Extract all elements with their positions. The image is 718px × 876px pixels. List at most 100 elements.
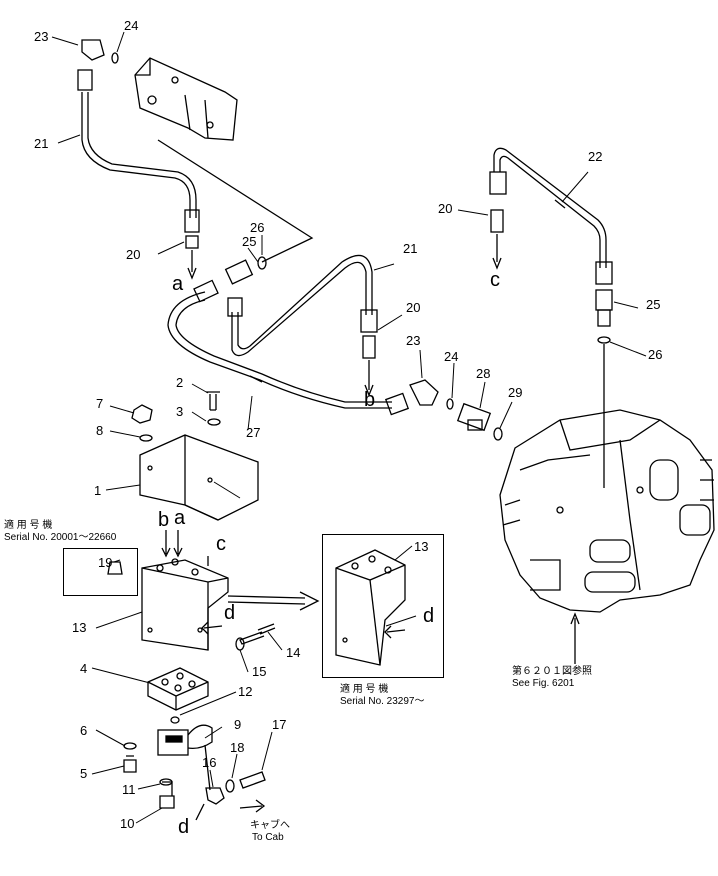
elbow-16 — [205, 787, 225, 805]
callout-6: 6 — [80, 723, 88, 738]
callout-3: 3 — [176, 404, 184, 419]
note-cab-en: To Cab — [252, 832, 284, 843]
callout-19: 19 — [98, 555, 113, 570]
arrow-d-bottom — [195, 803, 205, 821]
callout-26: 26 — [648, 347, 663, 362]
callout-18: 18 — [230, 740, 245, 755]
callout-1: 1 — [94, 483, 102, 498]
fitting-20-right — [490, 209, 504, 270]
washer-8 — [139, 434, 153, 442]
callout-17: 17 — [272, 717, 287, 732]
elbow-23-top — [81, 39, 105, 61]
adapter-25-right — [595, 289, 613, 488]
callout-20: 20 — [126, 247, 141, 262]
oring-12 — [170, 716, 180, 724]
callout-24: 24 — [124, 18, 139, 33]
oring-24-middle — [446, 398, 454, 410]
washer-6 — [123, 742, 137, 750]
callout-20: 20 — [438, 201, 453, 216]
callout-24: 24 — [444, 349, 459, 364]
hose-21-middle — [227, 254, 378, 357]
adapter-28 — [456, 402, 492, 432]
hose-27 — [167, 279, 410, 416]
callout-14: 14 — [286, 645, 301, 660]
callout-25: 25 — [646, 297, 661, 312]
oring-29 — [493, 427, 503, 441]
letter-b-bracket: b — [158, 509, 170, 531]
arrow-d-inset — [384, 625, 406, 639]
callout-16: 16 — [202, 755, 217, 770]
note-serial-1: Serial No. 20001～22660 — [4, 532, 117, 543]
note-fig-jp: 第６２０１図参照 — [512, 666, 592, 677]
valve-leader — [157, 139, 314, 263]
note-serial-2: Serial No. 23297～ — [340, 696, 425, 707]
arrow-to-cab — [239, 799, 266, 813]
fitting-19 — [107, 561, 123, 575]
callout-26: 26 — [250, 220, 265, 235]
callout-23: 23 — [406, 333, 421, 348]
letter-a-bracket: a — [174, 507, 186, 529]
callout-10: 10 — [120, 816, 135, 831]
callout-21: 21 — [34, 136, 49, 151]
bolt-10 — [159, 781, 175, 809]
callout-7: 7 — [96, 396, 104, 411]
callout-8: 8 — [96, 423, 104, 438]
callout-9: 9 — [234, 717, 242, 732]
oring-24-top — [111, 52, 119, 64]
hose-22 — [489, 147, 613, 285]
note-cab-jp: キャブへ — [250, 820, 290, 831]
callout-5: 5 — [80, 766, 88, 781]
callout-28: 28 — [476, 366, 491, 381]
callout-15: 15 — [252, 664, 267, 679]
callout-27: 27 — [246, 425, 261, 440]
letter-b-hose: b — [364, 389, 376, 411]
solenoid-valve-9 — [157, 724, 213, 791]
callout-leaders — [51, 31, 647, 824]
cover-plate-1 — [139, 434, 259, 521]
block-arrow-shaft — [227, 595, 306, 605]
note-applicable-2-jp: 適 用 号 機 — [340, 684, 389, 695]
letter-d-bottom: d — [178, 816, 190, 838]
washer-3 — [207, 418, 221, 426]
bolt-17 — [239, 771, 266, 789]
inset-box — [322, 534, 444, 678]
arrow-a — [173, 530, 183, 558]
bolt-14 — [239, 623, 276, 645]
letter-c-hose: c — [490, 269, 500, 291]
arrow-b — [161, 530, 171, 558]
letter-a-hose: a — [172, 273, 184, 295]
fitting-20-middle — [362, 335, 376, 397]
nut-7 — [131, 404, 153, 424]
inset-bracket-13 — [335, 549, 406, 666]
block-4 — [147, 667, 209, 711]
bolt-2 — [206, 391, 220, 411]
fig-ref-arrowhead — [570, 612, 580, 625]
adapter-25-left — [224, 256, 267, 285]
callout-21: 21 — [403, 241, 418, 256]
letter-d-bracket: d — [224, 602, 236, 624]
callout-25: 25 — [242, 234, 257, 249]
main-control-valve — [499, 409, 715, 613]
fitting-19-box — [63, 548, 138, 596]
elbow-23-middle — [409, 379, 439, 406]
callout-20: 20 — [406, 300, 421, 315]
callout-23: 23 — [34, 29, 49, 44]
callout-29: 29 — [508, 385, 523, 400]
washer-18 — [225, 779, 235, 793]
bracket-13 — [141, 558, 229, 651]
fitting-20-left — [185, 235, 199, 280]
callout-13-inset: 13 — [414, 539, 429, 554]
letter-c-bracket: c — [216, 533, 226, 555]
block-arrow-head — [299, 591, 320, 611]
top-valve-block — [134, 57, 238, 141]
callout-11: 11 — [122, 782, 136, 797]
arrow-d-bracket — [201, 621, 223, 635]
callout-2: 2 — [176, 375, 184, 390]
bolt-5 — [123, 755, 137, 773]
hose-21-left — [77, 69, 200, 233]
callout-22: 22 — [588, 149, 603, 164]
callout-12: 12 — [238, 684, 253, 699]
callout-13: 13 — [72, 620, 87, 635]
note-fig-en: See Fig. 6201 — [512, 678, 575, 689]
